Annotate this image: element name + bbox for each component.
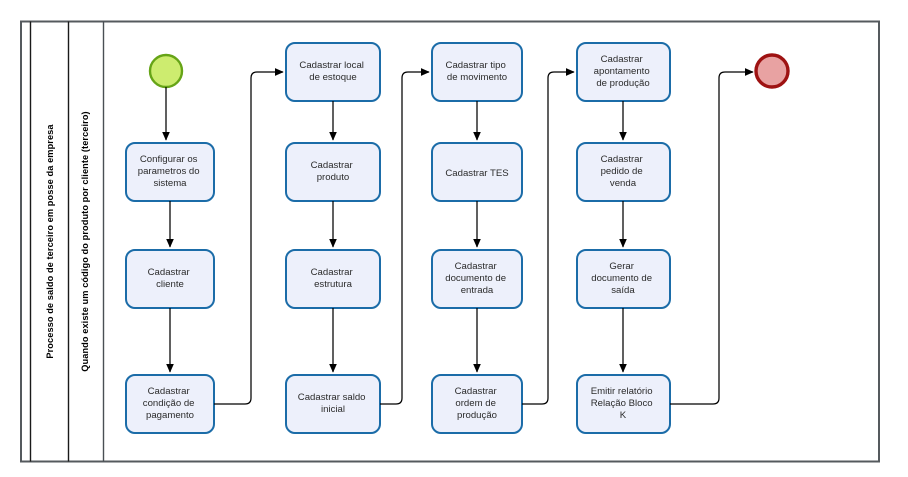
svg-text:Cadastrar apontamento: Cadastrar apontamento de produção <box>594 54 653 89</box>
task-line: condição de <box>143 398 195 409</box>
svg-text:Gerar documento de: Gerar documento de saída <box>591 261 654 296</box>
task-node-t1-2[interactable]: Configurar os parametros do sistema <box>125 142 215 202</box>
task-line: Cadastrar local <box>299 60 364 71</box>
svg-text:Cadastrar cliente: Cadastrar cliente <box>148 267 193 290</box>
task-node-t4-4[interactable]: Emitir relatório Relação Bloco K <box>576 374 671 434</box>
task-line: Cadastrar <box>455 261 498 272</box>
task-node-t4-3[interactable]: Gerar documento de saída <box>576 249 671 309</box>
flow-t2-4-to-t3-1 <box>380 68 430 405</box>
task-line: estrutura <box>314 279 353 290</box>
task-node-t3-2[interactable]: Cadastrar TES <box>431 142 523 202</box>
task-line: Cadastrar TES <box>445 168 508 179</box>
task-line: parametros do <box>138 166 200 177</box>
flow-t3-4-to-t4-1 <box>522 68 575 405</box>
task-node-t2-4[interactable]: Cadastrar saldo inicial <box>285 374 381 434</box>
task-line: Relação Bloco <box>591 398 653 409</box>
task-line: Cadastrar <box>148 267 191 278</box>
task-line: Configurar os <box>140 154 198 165</box>
svg-text:Cadastrar ordem de: Cadastrar ordem de produção <box>455 386 500 421</box>
svg-text:Cadastrar condição de: Cadastrar condição de pagamento <box>143 386 197 421</box>
task-line: entrada <box>461 285 494 296</box>
task-line: cliente <box>156 279 184 290</box>
pool-header-label: Processo de saldo de terceiro em posse d… <box>45 124 55 359</box>
task-node-t1-4[interactable]: Cadastrar condição de pagamento <box>125 374 215 434</box>
svg-text:Configurar os parametr: Configurar os parametros do sistema <box>138 154 203 189</box>
end-event[interactable] <box>754 53 790 89</box>
task-node-t4-2[interactable]: Cadastrar pedido de venda <box>576 142 671 202</box>
task-line: documento de <box>445 273 506 284</box>
task-line: produção <box>457 410 497 421</box>
svg-text:Cadastrar saldo inicia: Cadastrar saldo inicial <box>298 392 368 415</box>
task-node-t2-1[interactable]: Cadastrar local de estoque <box>285 42 381 102</box>
flow-t4-4-to-end <box>670 68 754 405</box>
lane-header-label: Quando existe um código do produto por c… <box>80 111 90 371</box>
task-line: de movimento <box>447 72 507 83</box>
task-line: saída <box>611 285 635 296</box>
svg-text:Cadastrar tipo de movi: Cadastrar tipo de movimento <box>446 60 509 83</box>
task-line: Emitir relatório <box>591 386 653 397</box>
task-line: de estoque <box>309 72 356 83</box>
svg-text:Cadastrar local de est: Cadastrar local de estoque <box>299 60 366 83</box>
task-node-t1-3[interactable]: Cadastrar cliente <box>125 249 215 309</box>
task-line: Cadastrar <box>455 386 498 397</box>
start-event[interactable] <box>148 53 184 89</box>
task-line: sistema <box>153 178 187 189</box>
task-line: Cadastrar <box>311 160 354 171</box>
task-line: ordem de <box>455 398 496 409</box>
task-line: Gerar <box>609 261 634 272</box>
task-line: produto <box>317 172 350 183</box>
task-line: inicial <box>321 404 345 415</box>
task-node-t2-3[interactable]: Cadastrar estrutura <box>285 249 381 309</box>
svg-text:Emitir relatório Relaç: Emitir relatório Relação Bloco K <box>591 386 656 421</box>
task-node-t2-2[interactable]: Cadastrar produto <box>285 142 381 202</box>
task-node-t3-3[interactable]: Cadastrar documento de entrada <box>431 249 523 309</box>
task-line: Cadastrar <box>148 386 191 397</box>
task-line: documento de <box>591 273 652 284</box>
flow-t1-4-to-t2-1 <box>214 68 284 405</box>
task-line: de produção <box>596 78 649 89</box>
task-line: Cadastrar tipo <box>446 60 506 71</box>
svg-text:Cadastrar documento de: Cadastrar documento de entrada <box>445 261 508 296</box>
task-line: venda <box>610 178 637 189</box>
task-line: pagamento <box>146 410 194 421</box>
task-line: K <box>620 410 627 421</box>
task-line: pedido de <box>601 166 643 177</box>
svg-text:Cadastrar produto: Cadastrar produto <box>311 160 356 183</box>
task-line: Cadastrar <box>311 267 354 278</box>
task-line: Cadastrar saldo <box>298 392 366 403</box>
task-line: Cadastrar <box>601 154 644 165</box>
svg-text:Cadastrar TES: Cadastrar TES <box>445 168 508 179</box>
task-node-t4-1[interactable]: Cadastrar apontamento de produção <box>576 42 671 102</box>
svg-text:Cadastrar pedido de: Cadastrar pedido de venda <box>601 154 646 189</box>
task-line: Cadastrar <box>601 54 644 65</box>
svg-text:Cadastrar estrutura: Cadastrar estrutura <box>311 267 356 290</box>
task-node-t3-1[interactable]: Cadastrar tipo de movimento <box>431 42 523 102</box>
task-node-t3-4[interactable]: Cadastrar ordem de produção <box>431 374 523 434</box>
task-line: apontamento <box>594 66 650 77</box>
